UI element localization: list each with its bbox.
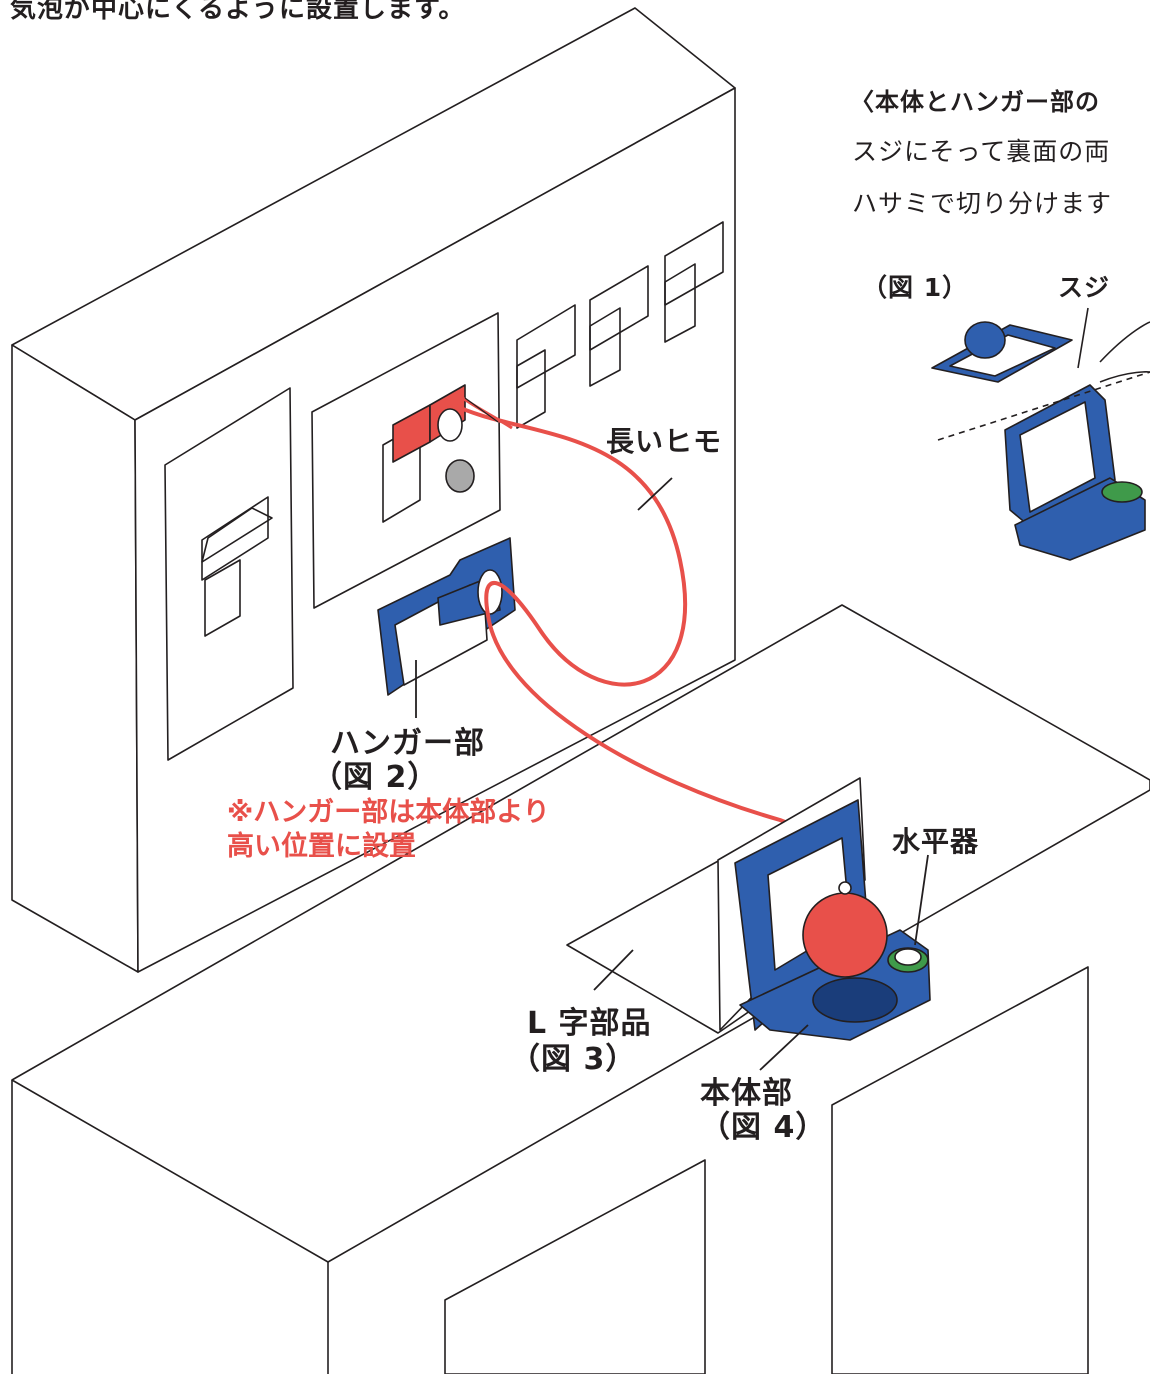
- long-string-label: 長いヒモ: [606, 425, 723, 458]
- body-part: [734, 799, 931, 1041]
- left-breaker-panel: [164, 387, 294, 761]
- figure-2-label: （図 2）: [312, 760, 439, 795]
- main-breaker-panel: [311, 312, 501, 609]
- figure-3-label: （図 3）: [510, 1042, 637, 1077]
- side-panel-line2: ハサミで切り分けます: [852, 189, 1113, 218]
- figure-1-inset: [931, 307, 1150, 561]
- leader-lines: [415, 477, 929, 1071]
- figure-1-label: （図 1）: [862, 273, 969, 302]
- lower-cabinet: [11, 604, 1150, 1374]
- l-part-label: L 字部品: [527, 1006, 652, 1041]
- side-panel-heading: 〈本体とハンガー部の: [850, 88, 1100, 116]
- hanger-part: [377, 537, 516, 696]
- top-instruction-text: 気泡が中心にくるように設置します。: [10, 0, 466, 24]
- small-switches: [516, 221, 724, 429]
- suji-label: スジ: [1058, 273, 1111, 302]
- distribution-panel-box: [11, 7, 736, 973]
- hanger-note-line2: 高い位置に設置: [227, 831, 416, 862]
- figure-4-label: （図 4）: [700, 1110, 827, 1145]
- long-string: [449, 393, 847, 881]
- level-label: 水平器: [892, 825, 980, 858]
- hanger-label: ハンガー部: [330, 726, 485, 761]
- body-label: 本体部: [700, 1076, 793, 1111]
- hanger-note-line1: ※ハンガー部は本体部より: [227, 797, 550, 828]
- side-panel-line1: スジにそって裏面の両: [852, 137, 1111, 166]
